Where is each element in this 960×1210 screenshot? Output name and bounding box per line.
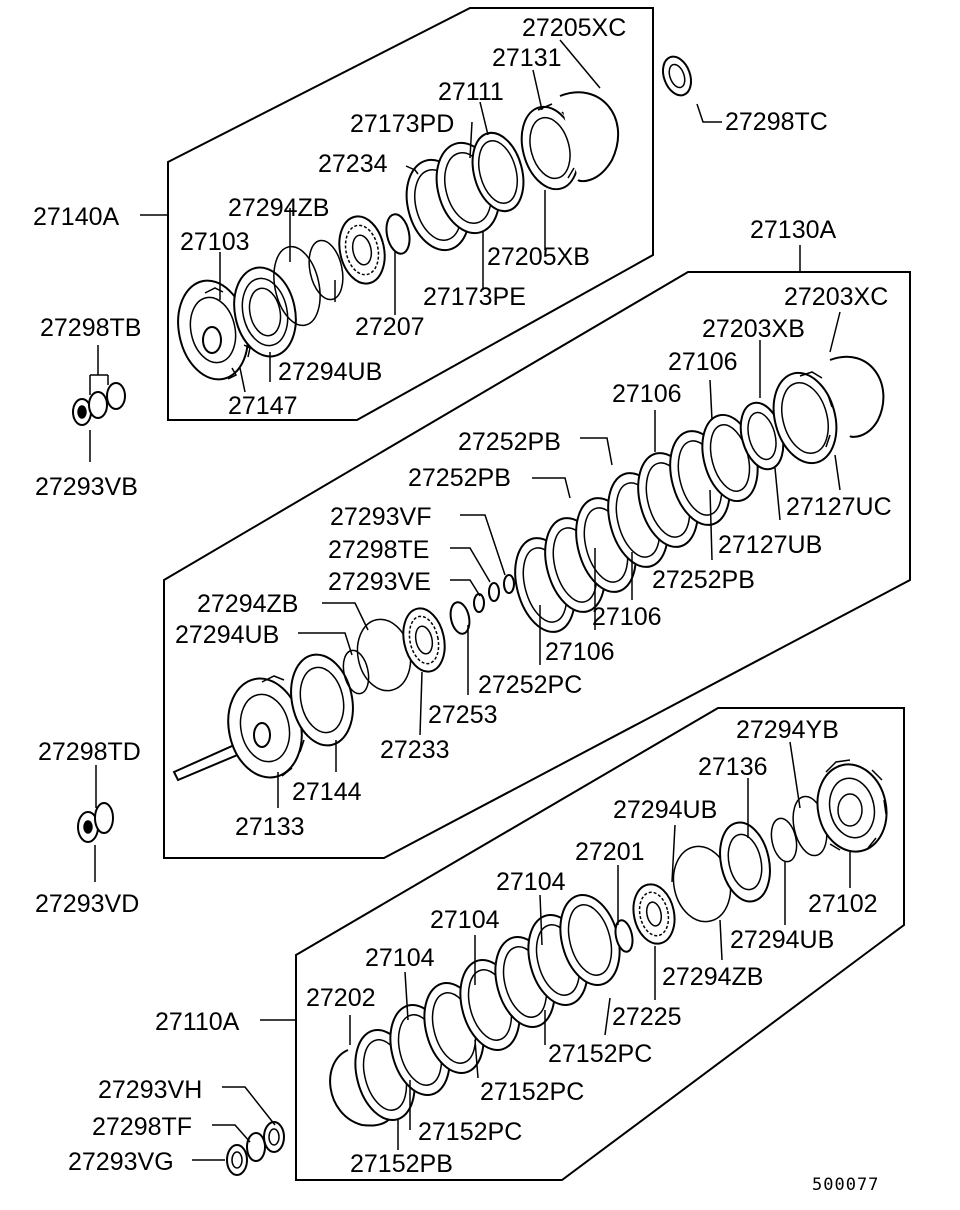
part-label: 27294ZB xyxy=(197,590,298,618)
part-27298TC-washer xyxy=(661,55,693,97)
part-label: 27205XB xyxy=(487,243,590,271)
part-label: 27144 xyxy=(292,778,362,806)
part-clutch-pack-27130A xyxy=(514,413,759,633)
part-label: 27294YB xyxy=(736,716,839,744)
part-label: 27252PC xyxy=(478,671,582,699)
part-label: 27293VD xyxy=(35,890,139,918)
part-27207-snap-ring xyxy=(385,213,411,255)
part-label: 27293VH xyxy=(98,1076,202,1104)
part-label: 27252PB xyxy=(408,464,511,492)
part-label: 27298TB xyxy=(40,314,141,342)
part-label: 27233 xyxy=(380,736,450,764)
part-label: 27104 xyxy=(365,944,435,972)
leader-lines xyxy=(89,39,851,1161)
part-label: 27152PB xyxy=(350,1150,453,1178)
part-27136-bearing xyxy=(719,821,771,903)
part-label: 27173PE xyxy=(423,283,526,311)
part-label: 27294UB xyxy=(730,926,834,954)
part-27201-snap-ring xyxy=(614,919,634,953)
group-label-27140A: 27140A xyxy=(33,203,120,231)
part-label: 27203XC xyxy=(784,283,888,311)
part-label: 27103 xyxy=(180,228,250,256)
part-27144-bearing xyxy=(290,653,354,747)
part-label: 27173PD xyxy=(350,110,454,138)
group-boundaries xyxy=(163,7,911,1181)
part-27102-drum xyxy=(816,759,888,853)
part-27298TB-stack xyxy=(72,382,126,426)
part-label: 27147 xyxy=(228,392,298,420)
part-27294UB-ring-2 xyxy=(342,649,370,695)
part-labels: 27140A 27130A 27110A 27205XC 27131 27298… xyxy=(33,14,892,1195)
part-label: 27104 xyxy=(496,868,566,896)
part-label: 27152PC xyxy=(548,1040,652,1068)
part-27294ZB-ring xyxy=(273,245,321,327)
part-label: 27136 xyxy=(698,753,768,781)
group-27140A-parts xyxy=(177,91,619,381)
part-label: 27133 xyxy=(235,813,305,841)
part-label: 27293VE xyxy=(328,568,431,596)
group-label-27110A: 27110A xyxy=(155,1008,240,1036)
part-label: 27152PC xyxy=(418,1118,522,1146)
part-27234-gear xyxy=(338,215,386,285)
part-label: 27298TC xyxy=(725,108,828,136)
part-label: 27201 xyxy=(575,838,645,866)
part-label: 27252PB xyxy=(652,566,755,594)
part-27225-gear xyxy=(632,883,676,945)
part-27298TE-washer xyxy=(488,582,500,602)
part-label: 27293VB xyxy=(35,473,138,501)
part-27294UB-ring xyxy=(308,239,344,301)
part-label: 27252PB xyxy=(458,428,561,456)
part-label: 27111 xyxy=(438,78,504,106)
part-label: 27294UB xyxy=(278,358,382,386)
part-label: 27293VF xyxy=(330,503,431,531)
part-label: 27131 xyxy=(492,44,562,72)
part-27293VE-washer xyxy=(473,593,485,613)
part-label: 27152PC xyxy=(480,1078,584,1106)
part-label: 27106 xyxy=(668,348,738,376)
part-27147-bearing xyxy=(233,266,297,358)
part-label: 27294UB xyxy=(613,796,717,824)
part-label: 27205XC xyxy=(522,14,626,42)
part-27203XC-snap-ring xyxy=(829,355,885,438)
part-label: 27203XB xyxy=(702,315,805,343)
part-label: 27294ZB xyxy=(228,194,329,222)
part-27293VF-washer xyxy=(503,574,515,594)
part-label: 27225 xyxy=(612,1003,682,1031)
part-label: 27102 xyxy=(808,890,878,918)
part-label: 27127UC xyxy=(786,493,892,521)
part-label: 27298TD xyxy=(38,738,141,766)
part-label: 27127UB xyxy=(718,531,822,559)
part-27133-shaft xyxy=(172,675,305,782)
part-27298TD-stack xyxy=(77,802,114,843)
part-label: 27294UB xyxy=(175,621,279,649)
part-label: 27106 xyxy=(545,638,615,666)
boundary-27130A xyxy=(163,271,911,859)
part-27294UB-ring-3 xyxy=(770,817,798,863)
boundary-27110A xyxy=(295,707,905,1181)
part-label: 27298TF xyxy=(92,1113,192,1141)
group-label-27130A: 27130A xyxy=(750,216,837,244)
part-27253-snap-ring xyxy=(449,601,471,635)
diagram-code: 500077 xyxy=(812,1175,879,1195)
part-label: 27104 xyxy=(430,906,500,934)
part-27127UC-drum xyxy=(772,371,838,465)
part-27293VG-stack xyxy=(226,1121,285,1176)
boundary-27140A xyxy=(167,7,654,421)
part-label: 27298TE xyxy=(328,536,429,564)
part-27233-gear xyxy=(402,607,446,673)
part-label: 27234 xyxy=(318,150,388,178)
part-label: 27106 xyxy=(592,603,662,631)
part-27205XC-snap-ring xyxy=(559,91,619,183)
part-label: 27294ZB xyxy=(662,963,763,991)
part-label: 27293VG xyxy=(68,1148,174,1176)
part-label: 27207 xyxy=(355,313,425,341)
part-label: 27202 xyxy=(306,984,376,1012)
part-label: 27253 xyxy=(428,701,498,729)
part-label: 27106 xyxy=(612,380,682,408)
group-27130A-parts xyxy=(172,355,885,782)
